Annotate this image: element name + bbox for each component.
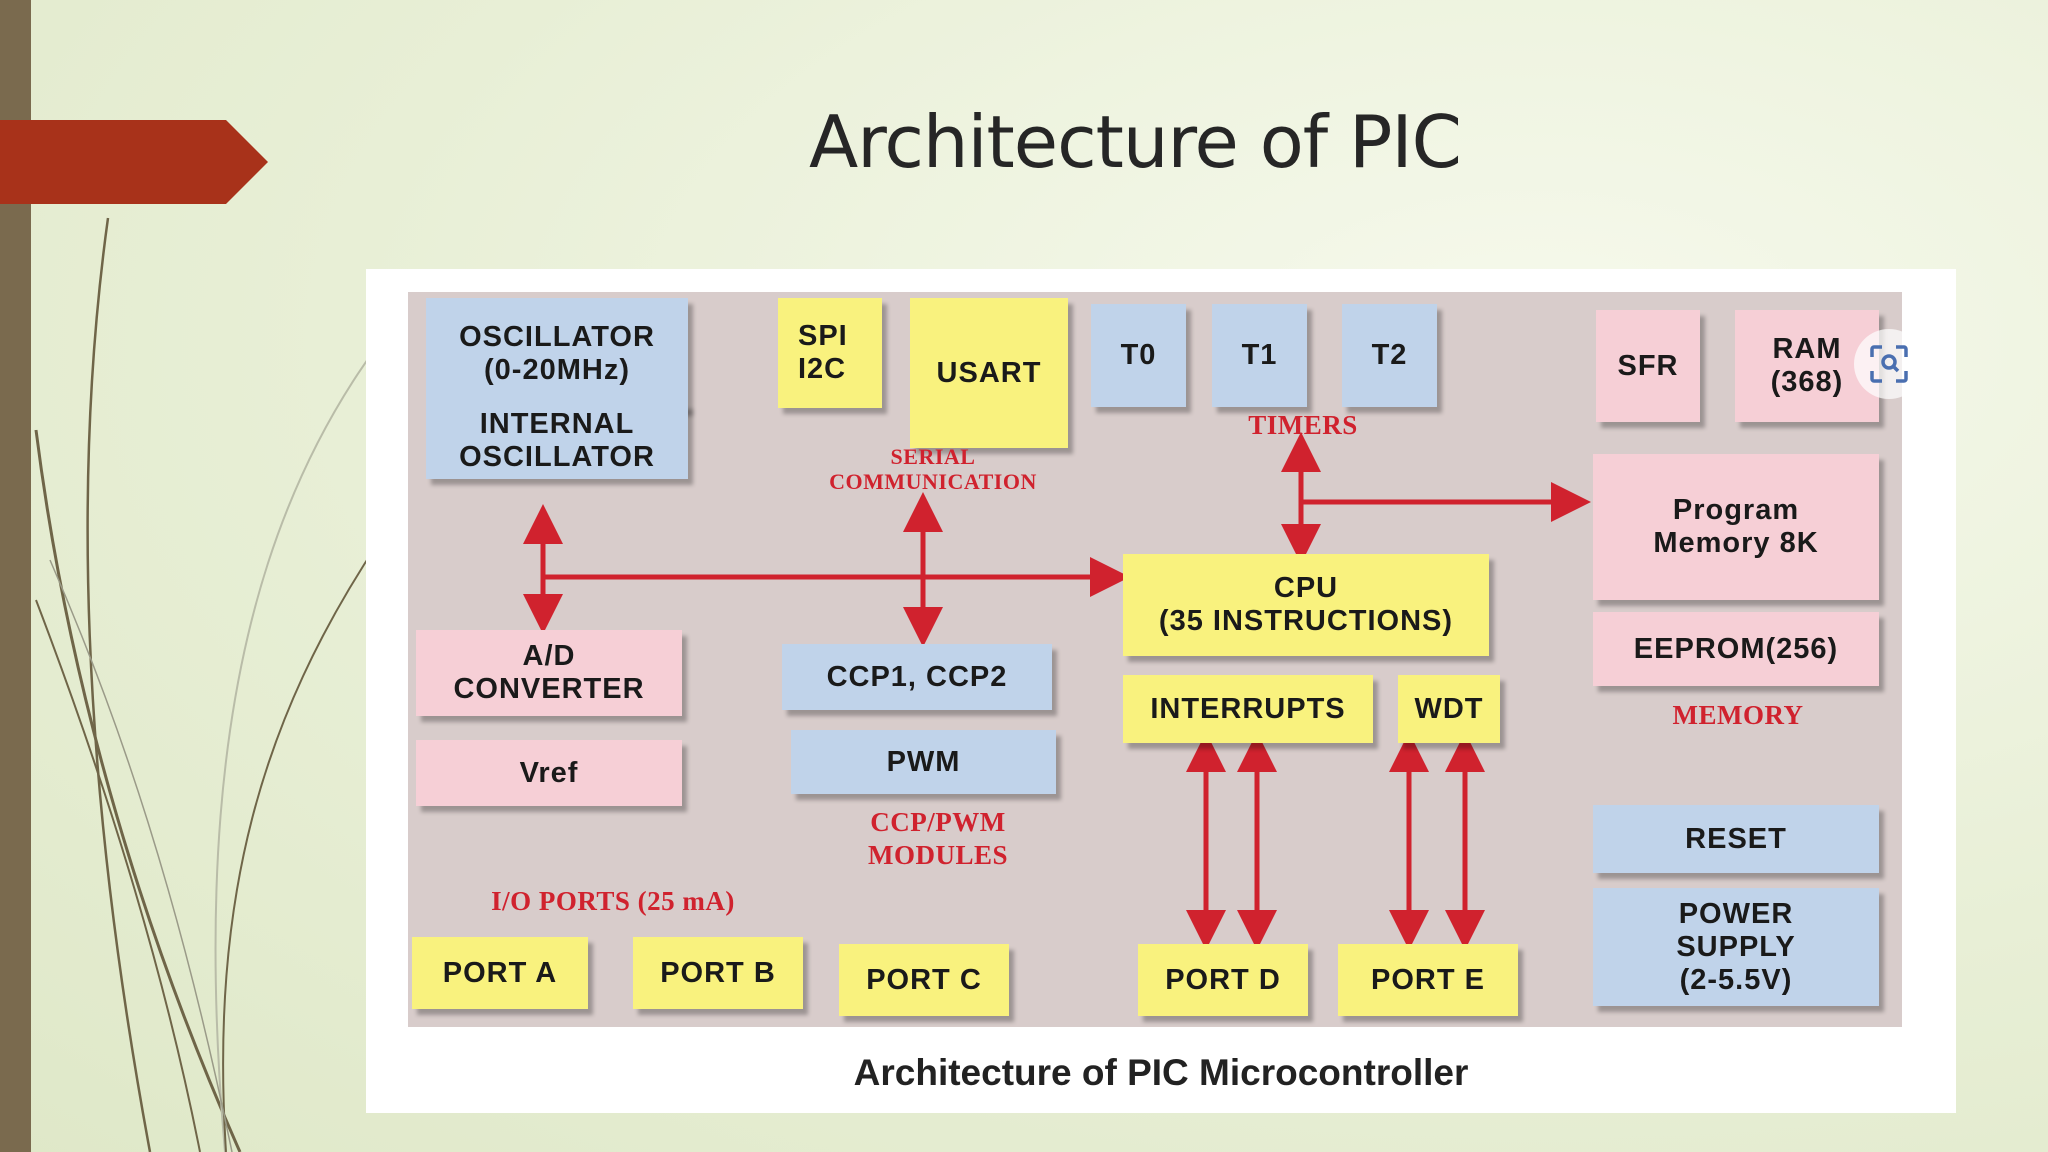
reset-block: RESET (1593, 805, 1879, 873)
oscillator-block: OSCILLATOR (0-20MHz) (426, 298, 688, 410)
memory-label: MEMORY (1672, 700, 1804, 730)
port-a-block: PORT A (412, 937, 588, 1009)
ad-converter-block: A/D CONVERTER (416, 630, 682, 716)
internal-oscillator-block: INTERNAL OSCILLATOR (426, 403, 688, 479)
vref-block: Vref (416, 740, 682, 806)
visual-search-lens-icon[interactable] (1854, 329, 1924, 399)
figure-caption: Architecture of PIC Microcontroller (853, 1052, 1469, 1093)
port-d-block: PORT D (1138, 944, 1308, 1016)
timer-t1-block: T1 (1212, 304, 1307, 407)
usart-block: USART (910, 298, 1068, 448)
accent-arrow-tab (0, 120, 268, 204)
ccp-block: CCP1, CCP2 (782, 644, 1052, 710)
pwm-block: PWM (791, 730, 1056, 794)
power-supply-block: POWER SUPPLY (2-5.5V) (1593, 888, 1879, 1006)
diagram-panel: OSCILLATOR (0-20MHz) INTERNAL OSCILLATOR… (408, 292, 1924, 1027)
cpu-block: CPU (35 INSTRUCTIONS) (1123, 554, 1489, 656)
program-memory-block: Program Memory 8K (1593, 454, 1879, 600)
diagram-arrows (523, 432, 1591, 950)
sfr-block: SFR (1596, 310, 1700, 422)
port-b-block: PORT B (633, 937, 803, 1009)
slide-title: Architecture of PIC (809, 100, 1462, 184)
port-c-block: PORT C (839, 944, 1009, 1016)
pic-architecture-figure: OSCILLATOR (0-20MHz) INTERNAL OSCILLATOR… (366, 269, 1956, 1113)
eeprom-block: EEPROM(256) (1593, 612, 1879, 686)
spi-i2c-block: SPI I2C (778, 298, 882, 408)
interrupts-block: INTERRUPTS (1123, 675, 1373, 743)
wdt-block: WDT (1398, 675, 1500, 743)
timer-t0-block: T0 (1091, 304, 1186, 407)
io-ports-label: I/O PORTS (25 mA) (491, 886, 735, 916)
serial-communication-label: SERIAL COMMUNICATION (829, 444, 1037, 494)
port-e-block: PORT E (1338, 944, 1518, 1016)
timers-label: TIMERS (1248, 410, 1358, 440)
timer-t2-block: T2 (1342, 304, 1437, 407)
ccp-pwm-modules-label: CCP/PWM MODULES (867, 807, 1009, 870)
